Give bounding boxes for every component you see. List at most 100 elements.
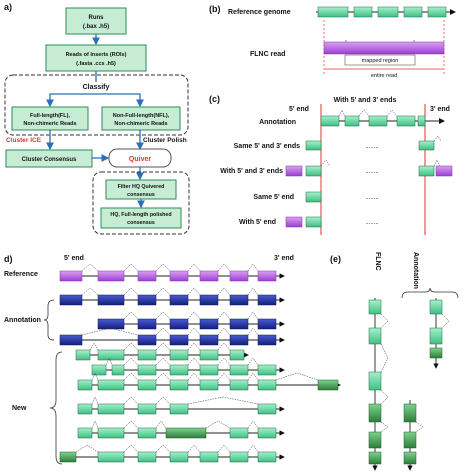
vertical-track-2 [403, 400, 424, 471]
with-both-ends-track: ........ [285, 159, 453, 177]
hq-consensus-box: HQ, Full-length polished consensus [100, 207, 182, 229]
gene-track-7 [77, 372, 341, 391]
exon [368, 431, 382, 449]
annotation-track [320, 109, 445, 127]
exon [429, 299, 443, 315]
svg-text:........: ........ [365, 195, 379, 201]
exon [257, 379, 277, 391]
exon [137, 364, 157, 376]
exon [77, 403, 93, 415]
runs-format: (.bax .h5) [83, 24, 109, 30]
exon [229, 364, 249, 376]
panel-d-tracks [59, 263, 341, 463]
exon [368, 403, 382, 423]
exon [229, 379, 249, 391]
nfl-reads-box: Non-Full-length(NFL), Non-chimeric Reads [101, 106, 181, 131]
exon [97, 318, 125, 330]
gene-track-1 [59, 263, 285, 282]
panel-e-tracks [368, 298, 450, 471]
reference-genome-label: Reference genome [228, 9, 291, 16]
with-five-end-track: ........ [285, 216, 379, 228]
panel-c-three-end: 3' end [430, 106, 450, 113]
exon [257, 451, 277, 463]
hq-label: HQ, Full-length polished [110, 212, 171, 218]
exon [229, 318, 249, 330]
exon [59, 451, 77, 463]
gene-track-5 [75, 342, 249, 361]
exon [75, 349, 91, 361]
exon [403, 403, 417, 423]
quiver-label: Quiver [129, 156, 151, 163]
gene-track-9 [77, 420, 285, 439]
exon [229, 294, 249, 306]
exon [257, 403, 277, 415]
runs-box: Runs (.bax .h5) [65, 7, 127, 35]
flnc-read-label: FLNC read [250, 51, 285, 58]
exon [169, 379, 189, 391]
exon [199, 318, 219, 330]
row-label-same-five: Same 5' end [253, 194, 294, 201]
cluster-consensus-label: Cluster Consensus [22, 157, 77, 163]
exon [137, 318, 157, 330]
new-label: New [12, 405, 27, 412]
row-label-with-both: With 5' and 3' ends [220, 168, 283, 175]
panel-c-five-end: 5' end [289, 106, 309, 113]
rois-label: Reads of Inserts (ROIs) [66, 52, 127, 58]
exon [77, 379, 93, 391]
exon [137, 427, 157, 439]
classify-branch [49, 93, 141, 105]
gene-track-2 [59, 287, 285, 306]
exon [257, 364, 277, 376]
cluster-ice-label: Cluster ICE [6, 137, 42, 144]
exon [97, 294, 125, 306]
exon [317, 379, 339, 391]
entire-read-label: entire read [371, 73, 397, 79]
exon [97, 379, 125, 391]
exon [137, 294, 157, 306]
annotation-label: Annotation [4, 317, 41, 324]
reference-genome-track [316, 6, 456, 18]
new-bracket [49, 351, 63, 465]
exon [229, 427, 249, 439]
exon [169, 364, 189, 376]
exon [169, 349, 189, 361]
exon [97, 451, 125, 463]
nfl-sub: Non-chimeric Reads [114, 121, 167, 127]
panel-label-d: d) [4, 254, 13, 264]
panel-e-flnc-label: FLNC [374, 252, 381, 271]
mapped-region-label: mapped region [362, 58, 399, 64]
panel-label-c: (c) [209, 94, 220, 104]
exon [199, 349, 219, 361]
gene-track-3 [97, 311, 285, 330]
classify-group [4, 74, 189, 136]
exon [199, 379, 219, 391]
exon [403, 431, 417, 449]
exon [368, 371, 382, 391]
exon [169, 270, 189, 282]
filter-group [92, 171, 190, 235]
rois-format: (.fasta .ccs .h5) [76, 61, 116, 67]
fl-label: Full-length(FL), [30, 113, 70, 119]
exon [91, 364, 107, 376]
exon [137, 379, 157, 391]
gene-track-4 [59, 327, 285, 346]
svg-text:........: ........ [365, 144, 379, 150]
exon [199, 451, 219, 463]
mapped-region-box [344, 54, 416, 66]
exon [368, 299, 382, 315]
exon [199, 334, 219, 346]
cluster-polish-label: Cluster Polish [143, 137, 187, 144]
exon [429, 327, 443, 345]
exon [368, 327, 382, 345]
same-both-ends-track: ........ [305, 135, 442, 151]
reference-label: Reference [4, 271, 38, 278]
exon [403, 451, 417, 465]
exon [199, 270, 219, 282]
exon [97, 403, 125, 415]
same-five-end-track: ........ [305, 191, 379, 203]
rois-box: Reads of Inserts (ROIs) (.fasta .ccs .h5… [45, 44, 147, 72]
hq-sub: consensus [127, 220, 155, 226]
exon [59, 294, 83, 306]
svg-text:........: ........ [365, 169, 379, 175]
